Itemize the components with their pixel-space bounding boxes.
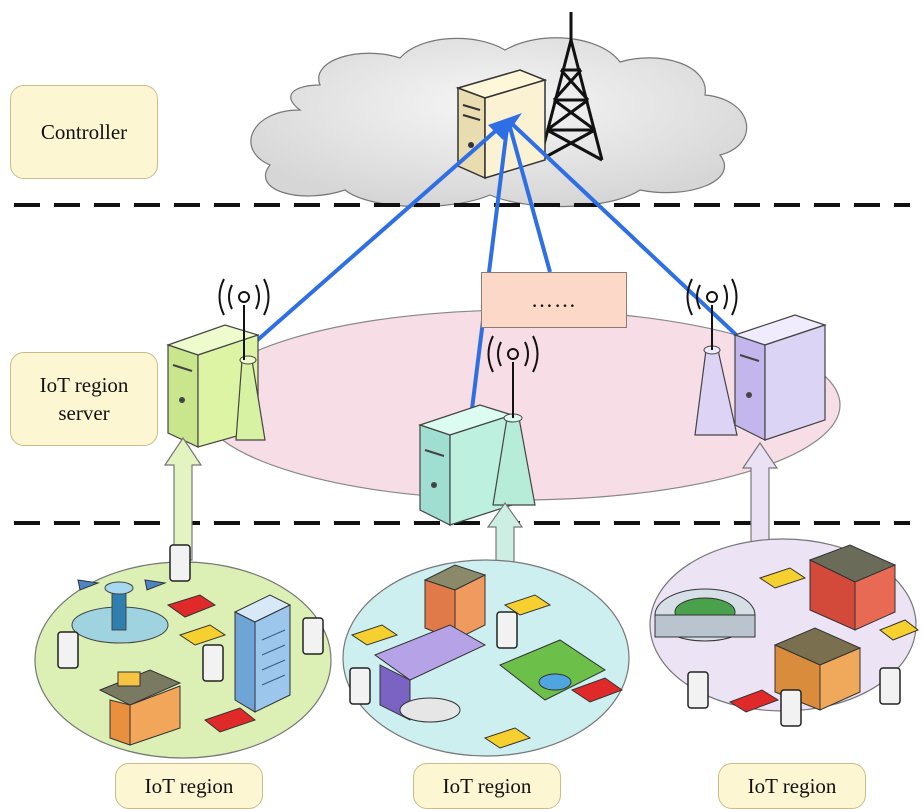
building-icon (423, 564, 487, 641)
server-label-line2: server (58, 401, 110, 425)
antenna-icon (487, 335, 539, 506)
region-uplink-arrow-right (741, 441, 779, 549)
building-icon (98, 669, 182, 746)
uplink-arrowhead (488, 113, 522, 140)
taxi-icon (350, 624, 399, 646)
uplink-left (210, 118, 510, 382)
region-uplink-arrow-left (163, 436, 203, 561)
server-label-line1: IoT region (39, 372, 129, 397)
building-icon (808, 544, 897, 631)
airport-tower-icon (71, 579, 169, 644)
building-icon (233, 594, 292, 713)
more-servers-text: …… (531, 287, 577, 312)
car-icon (570, 677, 624, 703)
taxi-icon (483, 727, 532, 749)
car-icon (203, 707, 257, 733)
park-icon (499, 639, 606, 701)
iot-region-label-middle: IoT region (413, 763, 561, 809)
controller-label-text: Controller (40, 119, 128, 144)
smartphone-icon (57, 544, 901, 727)
iot-server-icon (418, 404, 514, 526)
taxi-icon (758, 567, 807, 589)
iot-region-label-text: IoT region (747, 773, 837, 798)
server-layer-label: IoT region server (10, 352, 158, 446)
taxi-icon (178, 624, 227, 646)
iot-region-label-left: IoT region (115, 763, 263, 809)
iot-region-label-text: IoT region (442, 773, 532, 798)
car-icon (166, 594, 217, 618)
controller-layer-label: Controller (10, 85, 158, 179)
taxi-icon (878, 619, 920, 641)
building-icon (373, 624, 487, 723)
car-icon (728, 689, 780, 713)
more-servers-box: …… (481, 272, 627, 328)
iot-region-label-right: IoT region (718, 763, 866, 809)
antenna-icon (686, 278, 738, 436)
iot-region-label-text: IoT region (144, 773, 234, 798)
region-uplink-arrow-middle (486, 501, 524, 566)
antenna-icon (218, 278, 270, 441)
iot-server-icon (733, 314, 827, 441)
stadium-icon (654, 588, 756, 642)
uplink-dots (506, 119, 552, 273)
